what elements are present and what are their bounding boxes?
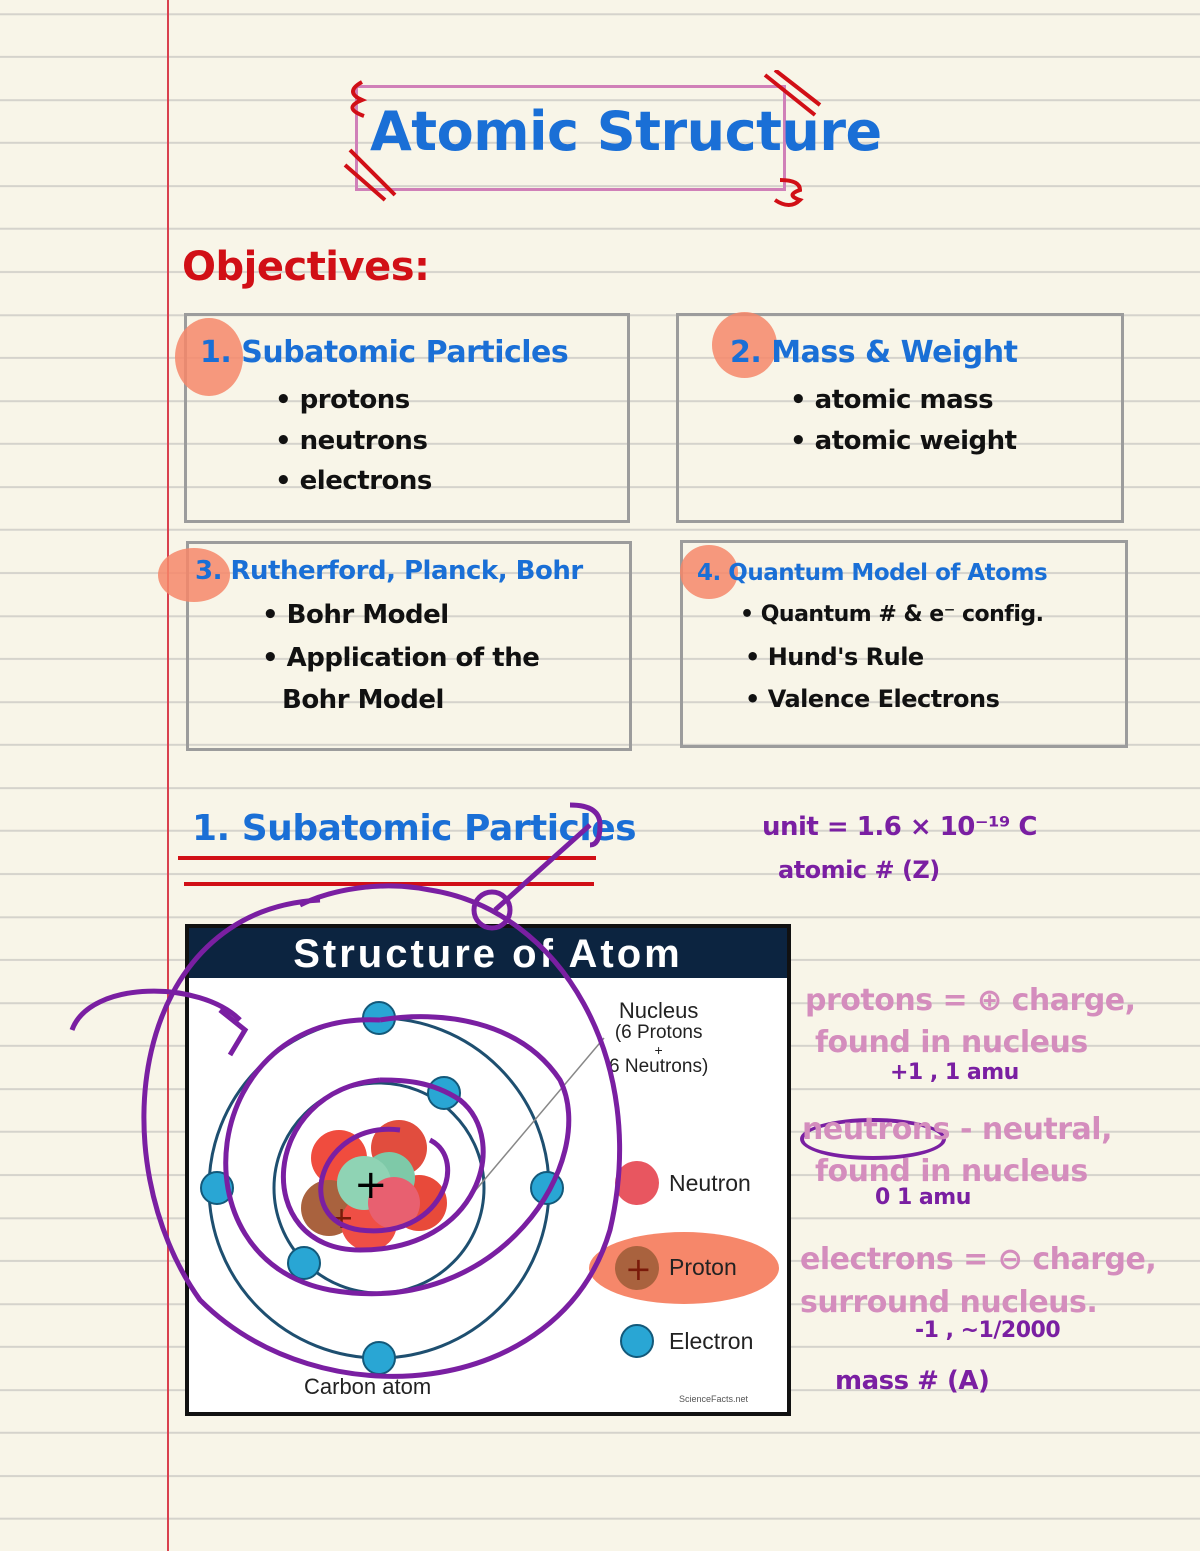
objective-item: • Valence Electrons bbox=[745, 685, 1000, 713]
page-margin-line bbox=[167, 0, 169, 1551]
objective-label: Quantum Model of Atoms bbox=[728, 560, 1048, 586]
page-title: Atomic Structure bbox=[370, 100, 882, 163]
highlight-dot bbox=[158, 548, 230, 602]
objective-box-2 bbox=[676, 313, 1124, 523]
svg-text:+: + bbox=[625, 1250, 652, 1288]
objective-item: Bohr Model bbox=[282, 685, 444, 715]
nucleus-detail: (6 Protons bbox=[614, 1022, 703, 1043]
purple-annotation-strokes bbox=[69, 802, 622, 1379]
objective-number: 1. bbox=[200, 335, 232, 370]
objective-title: 2. Mass & Weight bbox=[730, 335, 1018, 370]
highlight-dot bbox=[175, 318, 243, 396]
neutron-circle bbox=[800, 1118, 946, 1160]
note-unit: unit = 1.6 × 10⁻¹⁹ C bbox=[762, 812, 1038, 842]
electron-legend-icon bbox=[620, 1324, 654, 1358]
objective-item: • protons bbox=[275, 385, 410, 415]
objective-item: • Bohr Model bbox=[262, 600, 449, 630]
note-atomic-number: atomic # (Z) bbox=[778, 856, 940, 884]
note-neutrons-line2: found in nucleus bbox=[815, 1154, 1088, 1189]
neutron-icon bbox=[615, 1161, 659, 1205]
objective-number: 4. bbox=[697, 560, 721, 586]
nucleus-detail: 6 Neutrons) bbox=[609, 1056, 709, 1077]
objectives-heading: Objectives: bbox=[182, 244, 430, 290]
legend-electron: Electron bbox=[669, 1328, 754, 1354]
objective-item: • Quantum # & e⁻ config. bbox=[740, 602, 1044, 627]
note-neutrons-line1: neutrons - neutral, bbox=[802, 1112, 1112, 1147]
figure-credit: ScienceFacts.net bbox=[679, 1394, 749, 1404]
heading-underline bbox=[178, 856, 596, 860]
objective-box-3 bbox=[186, 541, 632, 751]
note-mass-number: mass # (A) bbox=[835, 1366, 990, 1396]
objective-item: • electrons bbox=[275, 466, 432, 496]
svg-text:+: + bbox=[354, 1162, 388, 1208]
objective-item: • atomic mass bbox=[790, 385, 994, 415]
title-decoration-icon bbox=[343, 70, 822, 207]
objective-box-4 bbox=[680, 540, 1128, 748]
objective-number: 2. bbox=[730, 335, 762, 370]
highlight-dot bbox=[712, 312, 777, 378]
objective-label: Rutherford, Planck, Bohr bbox=[230, 556, 584, 586]
figure-title: Structure of Atom bbox=[189, 928, 787, 978]
nucleus-plus: + bbox=[654, 1042, 663, 1058]
legend-neutron: Neutron bbox=[669, 1170, 751, 1196]
note-electrons-line2: surround nucleus. bbox=[800, 1285, 1098, 1320]
objective-number: 3. bbox=[195, 556, 222, 586]
section-heading: 1. Subatomic Particles bbox=[192, 808, 637, 849]
proton-icon bbox=[615, 1246, 659, 1290]
objective-item: • neutrons bbox=[275, 426, 428, 456]
nucleus-label: Nucleus (6 Protons + 6 Neutrons) bbox=[609, 1000, 708, 1078]
objective-title: 3. Rutherford, Planck, Bohr bbox=[195, 556, 583, 586]
note-electrons-detail: -1 , ~1/2000 bbox=[915, 1318, 1061, 1343]
objective-label: Subatomic Particles bbox=[241, 335, 569, 370]
note-protons-line1: protons = ⊕ charge, bbox=[805, 983, 1136, 1018]
objective-label: Mass & Weight bbox=[771, 335, 1018, 370]
atom-diagram: + + + bbox=[200, 1001, 779, 1375]
note-protons-line2: found in nucleus bbox=[815, 1025, 1088, 1060]
note-electrons-line1: electrons = ⊖ charge, bbox=[800, 1242, 1157, 1277]
nucleus-label-text: Nucleus bbox=[618, 998, 699, 1023]
objective-title: 4. Quantum Model of Atoms bbox=[697, 560, 1048, 586]
legend-proton: Proton bbox=[669, 1254, 737, 1280]
objective-item: • Application of the bbox=[262, 643, 540, 673]
objective-item: • Hund's Rule bbox=[745, 643, 924, 671]
highlight-dot bbox=[680, 545, 738, 599]
objective-item: • atomic weight bbox=[790, 426, 1017, 456]
nucleus: + + bbox=[301, 1120, 447, 1251]
objective-box-1 bbox=[184, 313, 630, 523]
note-neutrons-detail: 0 1 amu bbox=[875, 1185, 971, 1210]
title-frame bbox=[355, 85, 786, 191]
objective-title: 1. Subatomic Particles bbox=[200, 335, 569, 370]
note-protons-detail: +1 , 1 amu bbox=[890, 1060, 1019, 1085]
